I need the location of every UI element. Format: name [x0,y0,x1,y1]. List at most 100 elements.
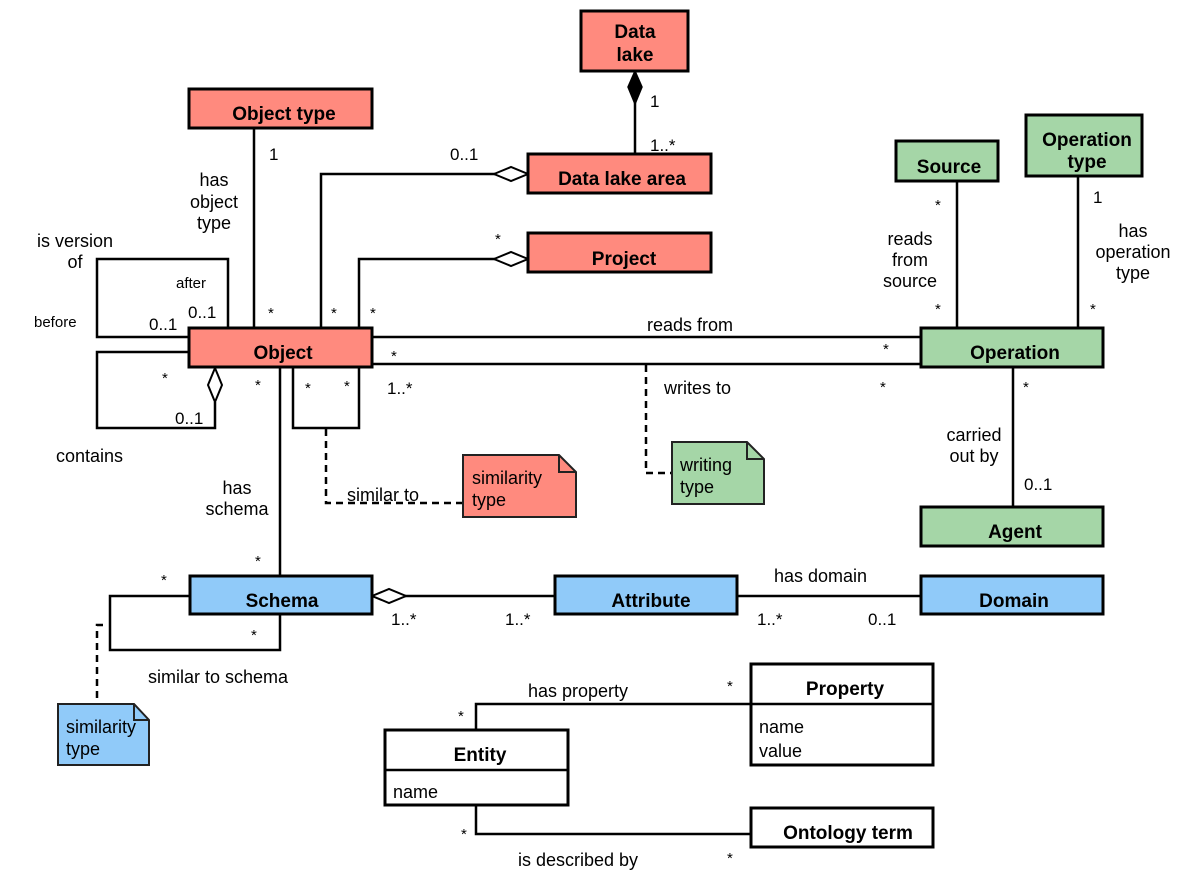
writes-to-note-link [644,365,672,475]
label-has-schema: schema [205,499,269,519]
label-writes-to: writes to [663,378,731,398]
class-data-lake-title-line1: Data [614,22,656,43]
label-has-operation-type: has [1118,221,1147,241]
class-entity-attribute: name [393,782,438,802]
label-reads-from-source: reads [887,229,932,249]
aggregation-diamond-icon [491,165,531,183]
note-object-similarity-type[interactable]: similarity type [462,454,577,518]
class-object-title: Object [253,343,313,364]
class-ontology-term-title: Ontology term [783,823,913,844]
mult-similar-b: * [344,378,350,395]
mult-property-entity: * [458,708,464,725]
class-property-title: Property [806,679,885,700]
class-schema[interactable]: Schema [188,574,374,616]
class-source[interactable]: Source [894,139,1000,183]
label-has-schema: has [222,478,251,498]
mult-described-term: * [727,850,733,867]
class-operation[interactable]: Operation [919,326,1105,369]
class-attribute-title: Attribute [611,591,690,612]
schema-attribute-association [369,587,555,605]
similar-to-schema-line [108,594,282,652]
mult-property: * [727,678,733,695]
mult-reads-from-object: * [391,348,397,365]
class-object-type[interactable]: Object type [187,87,374,130]
class-schema-title: Schema [246,591,319,612]
class-object[interactable]: Object [187,326,374,369]
class-data-lake-area[interactable]: Data lake area [526,152,713,195]
mult-operation-optype: * [1090,301,1096,318]
class-data-lake-area-title: Data lake area [558,169,686,190]
label-has-domain: has domain [774,566,867,586]
class-project[interactable]: Project [526,231,713,274]
mult-domain: 0..1 [868,610,896,629]
class-operation-type[interactable]: Operation [1024,113,1144,178]
label-is-version-of: is version [37,231,113,251]
mult-project: * [495,231,501,248]
class-ontology-term[interactable]: Ontology term [749,806,935,849]
note-writing-line1: writing [679,455,732,475]
mult-described-entity: * [461,826,467,843]
label-contains: contains [56,446,123,466]
label-has-operation-type: operation [1095,242,1170,262]
class-property-attribute: name [759,717,804,737]
mult-object-type: 1 [269,145,278,164]
class-domain-title: Domain [979,591,1049,612]
label-has-property: has property [528,681,628,701]
class-entity[interactable]: Entity name [383,728,570,807]
role-before: before [34,314,77,331]
mult-similar-schema-a: * [161,572,167,589]
note-object-similarity-line2: type [472,490,506,510]
mult-area: 0..1 [450,145,478,164]
note-schema-similarity-type[interactable]: similarity type [57,703,150,766]
mult-reads-from-operation: * [883,341,889,358]
mult-object-area: * [331,305,337,322]
note-writing-type[interactable]: writing type [671,441,765,505]
aggregation-diamond-icon [491,250,531,268]
label-reads-from-source: source [883,271,937,291]
mult-operation-type: 1 [1093,188,1102,207]
class-attribute[interactable]: Attribute [553,574,739,616]
label-is-version-of: of [67,252,83,272]
mult-after: 0..1 [188,303,216,322]
note-schema-similarity-line2: type [66,739,100,759]
mult-data-lake-area: 1..* [650,136,676,155]
class-data-lake[interactable]: Data lake [579,9,690,73]
role-after: after [176,275,206,292]
class-source-title: Source [917,157,981,178]
aggregation-diamond-icon [369,587,409,605]
class-project-title: Project [592,249,657,270]
similar-to-schema-note-link [95,623,103,703]
mult-data-lake: 1 [650,92,659,111]
class-property[interactable]: Property name value [749,662,935,767]
label-reads-from: reads from [647,315,733,335]
mult-writes-to-operation: * [880,379,886,396]
note-schema-similarity-line1: similarity [66,717,136,737]
is-version-of-line [95,257,230,339]
label-has-object-type: type [197,213,231,233]
mult-schema-attr-schema: 1..* [391,610,417,629]
mult-source-operation: * [935,301,941,318]
similar-to-note-link [324,429,463,505]
class-operation-type-title-line2: type [1067,152,1106,173]
mult-object-objecttype: * [268,305,274,322]
object-in-project-association [357,250,531,328]
label-has-object-type: has [199,170,228,190]
class-domain[interactable]: Domain [919,574,1105,616]
mult-similar-schema-b: * [251,627,257,644]
mult-agent: 0..1 [1024,475,1052,494]
data-lake-composition [627,69,643,155]
mult-before: 0..1 [149,315,177,334]
class-entity-title: Entity [454,745,507,766]
note-writing-line2: type [680,477,714,497]
note-object-similarity-line1: similarity [472,468,542,488]
mult-contains-part: * [162,370,168,387]
mult-similar-a: * [305,380,311,397]
composition-diamond-icon [627,69,643,106]
label-reads-from-source: from [892,250,928,270]
class-agent-title: Agent [988,522,1043,543]
mult-schema-object: * [255,553,261,570]
mult-object-schema: * [255,377,261,394]
class-agent[interactable]: Agent [919,505,1105,548]
aggregation-diamond-icon [206,365,224,405]
